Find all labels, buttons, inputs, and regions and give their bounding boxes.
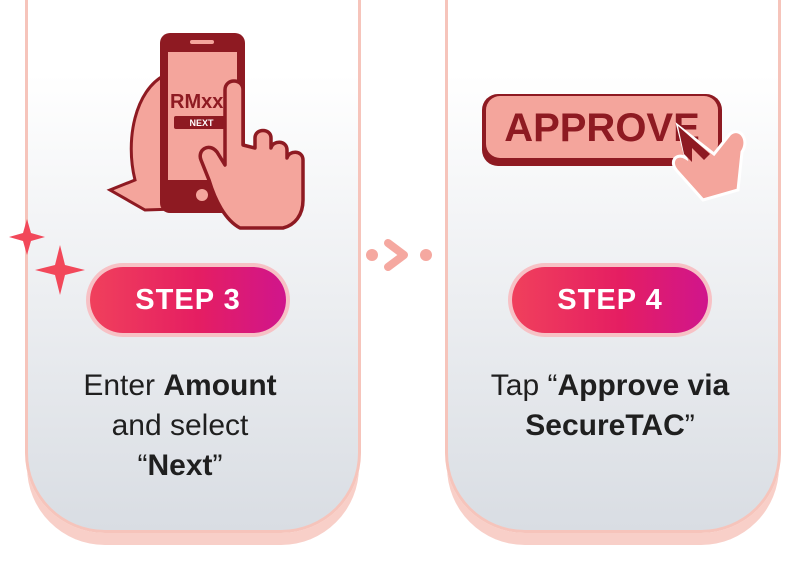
next-step-arrow-icon [366, 239, 432, 271]
step-3-open-quote: “ [137, 449, 148, 482]
step-4-badge-label: STEP 4 [557, 283, 663, 316]
step-4-card [445, 0, 781, 533]
step-3-badge-label: STEP 3 [135, 283, 241, 316]
phone-next-label: NEXT [189, 118, 214, 128]
step-3-line2-text: and select [111, 409, 249, 442]
step-4-line1-text: Tap “ [490, 369, 558, 402]
approve-button-label: APPROVE [504, 106, 700, 150]
approve-button-illustration: APPROVE [482, 94, 747, 202]
pointing-hand-icon [198, 79, 305, 230]
step-3-close-quote: ” [212, 449, 223, 482]
cursor-hand-icon [678, 126, 710, 162]
phone-hand-illustration: RMxx NEXT [106, 33, 305, 230]
step-4-description: Tap “Approve via SecureTAC” [455, 366, 765, 446]
sparkle-icon [9, 219, 85, 295]
step-3-amount-text: Amount [163, 369, 277, 402]
phone-amount-text: RMxx [170, 91, 223, 113]
step-4-securetac-text: SecureTAC [525, 409, 685, 442]
step-4-close-quote: ” [684, 409, 695, 442]
step-3-line1-text: Enter [83, 369, 164, 402]
step-4-badge: STEP 4 [512, 267, 708, 333]
step-3-badge: STEP 3 [90, 267, 286, 333]
step-3-description: Enter Amount and select “Next” [40, 366, 320, 486]
step-3-next-text: Next [147, 449, 213, 482]
step-4-approve-text: Approve via [557, 369, 730, 402]
